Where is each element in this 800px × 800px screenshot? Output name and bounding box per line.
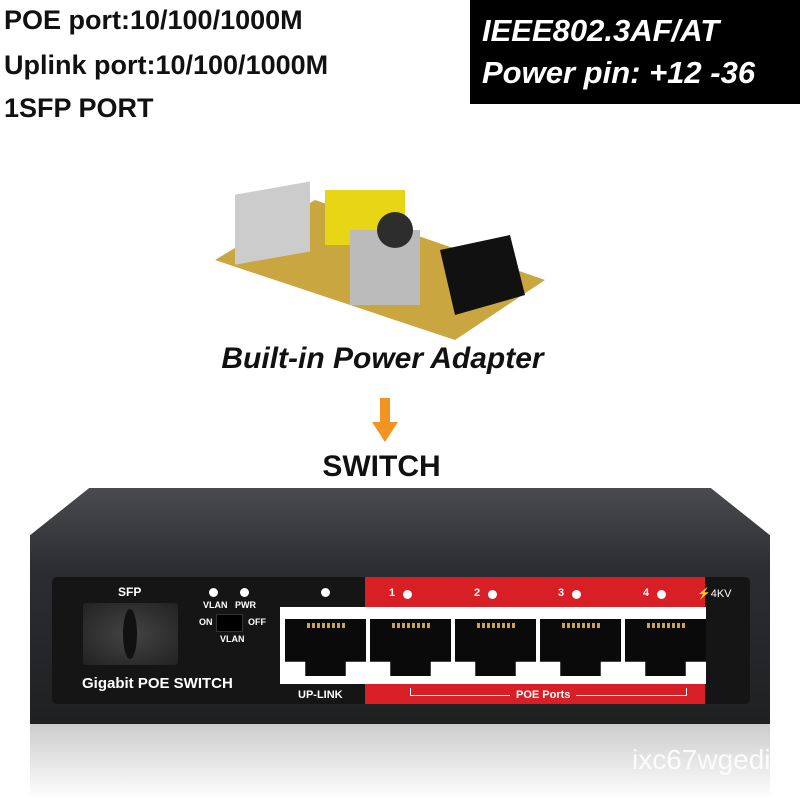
watermark: ixc67wgedi [632, 744, 771, 775]
uplink-label: UP-LINK [298, 689, 343, 701]
spec-sfp: 1SFP PORT [4, 93, 154, 123]
spec-poe: POE port:10/100/1000M [4, 5, 303, 35]
standards-box: IEEE802.3AF/AT Power pin: +12 -36 [470, 0, 800, 104]
off-label: OFF [248, 617, 266, 627]
power-adapter-image [215, 181, 545, 340]
port-number: 4 [643, 587, 650, 599]
pwr-led [240, 588, 249, 597]
port-led [657, 590, 666, 599]
pwr-led-label: PWR [235, 600, 256, 610]
sfp-port[interactable] [83, 603, 178, 665]
surge-protection: ⚡4KV [697, 587, 732, 600]
lightning-icon: ⚡ [697, 588, 711, 600]
model-label: Gigabit POE SWITCH [82, 675, 233, 692]
reflection [30, 724, 770, 800]
switch-label: SWITCH [322, 450, 441, 483]
port-led [403, 590, 412, 599]
port-led [488, 590, 497, 599]
port-number: 1 [389, 587, 396, 599]
surge-label: 4KV [710, 588, 732, 600]
spec-uplink: Uplink port:10/100/1000M [4, 50, 329, 80]
vlan-toggle[interactable] [216, 614, 243, 632]
sfp-label: SFP [118, 585, 142, 599]
poe-ports-label: POE Ports [510, 689, 577, 701]
port-number: 3 [558, 587, 565, 599]
power-pin: Power pin: +12 -36 [482, 55, 756, 90]
vlan-switch-label: VLAN [220, 634, 245, 644]
vlan-led-label: VLAN [203, 600, 228, 610]
vlan-led [209, 588, 218, 597]
adapter-label: Built-in Power Adapter [221, 342, 544, 375]
standard-ieee: IEEE802.3AF/AT [482, 13, 720, 48]
port-number: 2 [474, 587, 481, 599]
on-label: ON [199, 617, 213, 627]
port-led [572, 590, 581, 599]
uplink-led [321, 588, 330, 597]
arrow-down-icon [372, 398, 398, 442]
